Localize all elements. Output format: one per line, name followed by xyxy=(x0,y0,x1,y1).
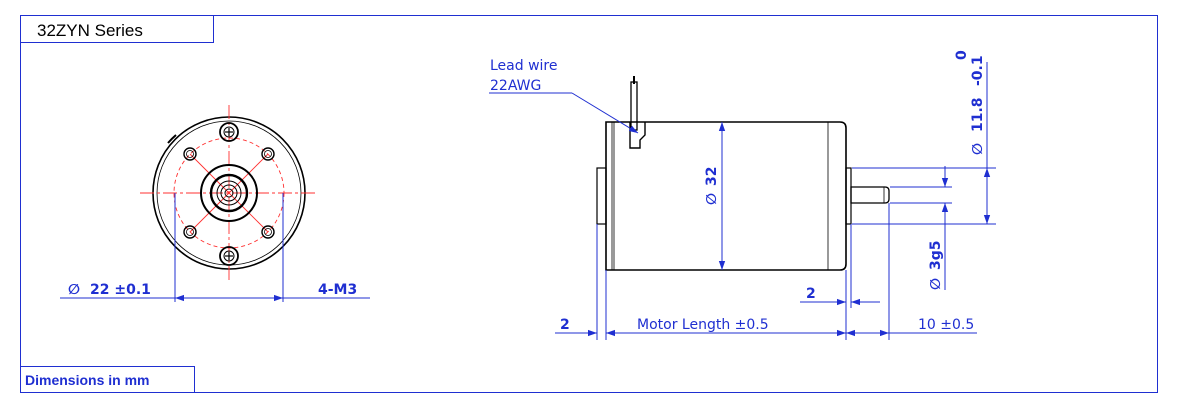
front-boss-label: 2 xyxy=(560,317,570,333)
lead-wire-title: Lead wire xyxy=(490,58,557,74)
series-label: 32ZYN Series xyxy=(37,21,143,40)
front-view: ∅ 22 ±0.1 4-M3 xyxy=(60,105,370,302)
motor-length-label: Motor Length ±0.5 xyxy=(637,317,769,333)
units-label: Dimensions in mm xyxy=(25,372,150,388)
shaft-diameter-label: 3g5 xyxy=(928,240,944,270)
flange-tolerance-upper: 0 xyxy=(954,50,970,60)
flange-diameter-label: 11.8 xyxy=(970,97,986,132)
drawing-frame xyxy=(20,15,1158,393)
bolt-circle-label: 22 ±0.1 xyxy=(90,282,151,298)
body-diameter-symbol: ∅ xyxy=(704,193,720,205)
front-hub xyxy=(200,164,258,222)
shaft-diameter-symbol: ∅ xyxy=(928,278,944,290)
motor-body xyxy=(605,121,847,271)
mounting-holes xyxy=(183,147,275,239)
bolt-circle xyxy=(173,137,285,249)
lead-wire-gauge: 22AWG xyxy=(490,78,541,94)
units-tag: Dimensions in mm xyxy=(20,366,195,393)
flange-diameter-symbol: ∅ xyxy=(970,143,986,155)
hole-label: 4-M3 xyxy=(318,282,357,298)
body-diameter-label: 32 xyxy=(704,167,720,186)
lead-wire-terminal xyxy=(629,122,646,149)
series-tag: 32ZYN Series xyxy=(20,15,214,43)
motor-shaft xyxy=(850,186,890,204)
side-view: Lead wire 22AWG ∅ 32 ∅ 11.8 -0.1 0 ∅ 3g5 xyxy=(489,50,996,340)
flange-gap-label: 2 xyxy=(806,286,816,302)
shaft-length-label: 10 ±0.5 xyxy=(918,317,974,333)
flange-tolerance-lower: -0.1 xyxy=(970,55,986,86)
bolt-circle-diameter-symbol: ∅ xyxy=(68,282,80,298)
rear-boss xyxy=(596,167,607,225)
